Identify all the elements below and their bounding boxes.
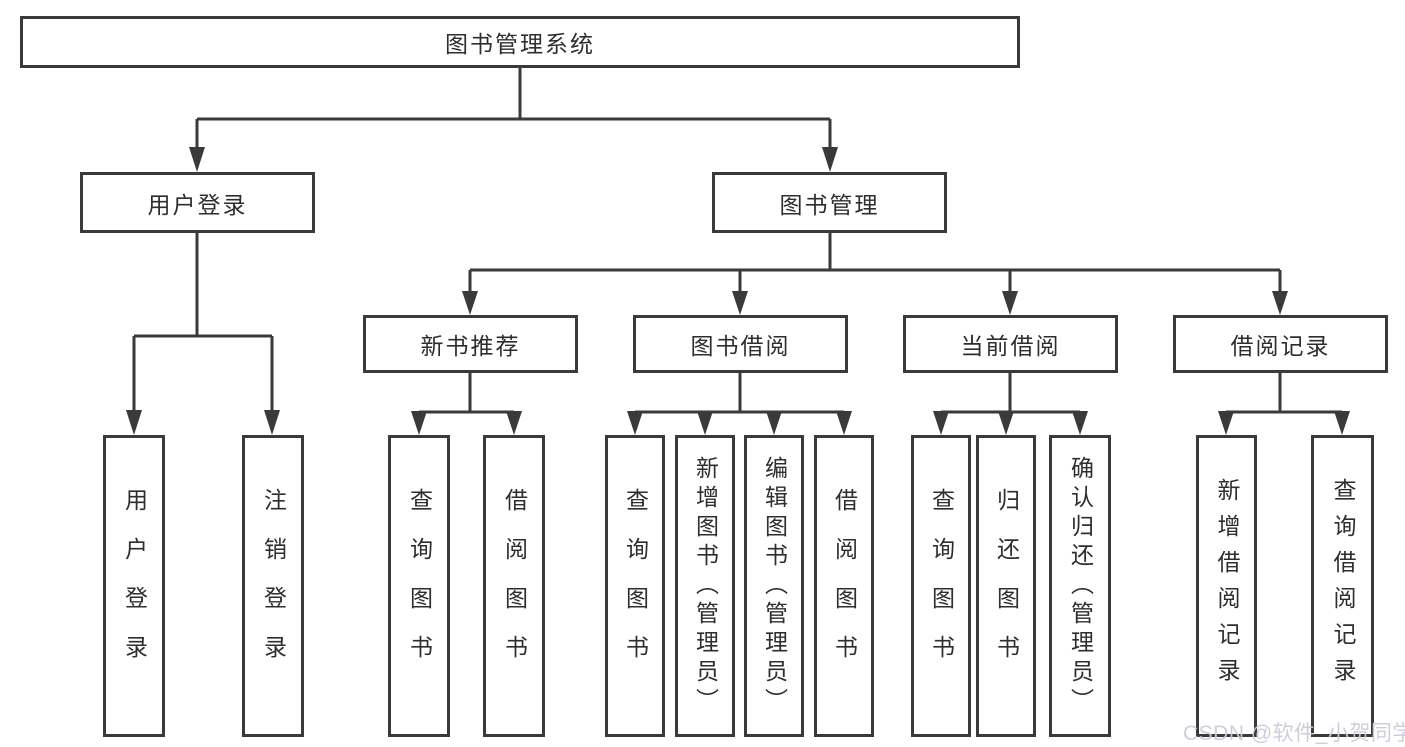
leaf-borrow-books-recommend-label: 借阅图书 bbox=[501, 488, 528, 684]
leaf-query-borrow-record-label: 查询借阅记录 bbox=[1330, 478, 1356, 694]
leaf-borrow-books-label: 借阅图书 bbox=[831, 488, 858, 684]
leaf-edit-books-admin-label: 编辑图书（管理员） bbox=[761, 455, 788, 717]
leaf-user-login-label: 用户登录 bbox=[121, 488, 148, 684]
node-current-borrowing: 当前借阅 bbox=[903, 315, 1118, 373]
node-borrowing-records-label: 借阅记录 bbox=[1230, 333, 1331, 359]
leaf-return-books: 归还图书 bbox=[976, 435, 1036, 737]
node-book-management-label: 图书管理 bbox=[779, 191, 880, 218]
arrowheads bbox=[126, 147, 1350, 435]
leaf-add-borrow-record-label: 新增借阅记录 bbox=[1214, 478, 1240, 694]
leaf-query-books-borrowing-label: 查询图书 bbox=[622, 488, 649, 684]
leaf-add-books-admin: 新增图书（管理员） bbox=[675, 435, 735, 737]
leaf-add-borrow-record: 新增借阅记录 bbox=[1196, 435, 1257, 737]
node-new-book-recommendation-label: 新书推荐 bbox=[420, 333, 521, 359]
node-user-login-label: 用户登录 bbox=[147, 191, 248, 218]
watermark-text: CSDN @软件_小贺同学 bbox=[1183, 722, 1405, 745]
node-book-borrowing: 图书借阅 bbox=[633, 315, 848, 373]
node-new-book-recommendation: 新书推荐 bbox=[363, 315, 578, 373]
node-current-borrowing-label: 当前借阅 bbox=[960, 333, 1061, 359]
leaf-confirm-return-admin-label: 确认归还（管理员） bbox=[1067, 455, 1094, 717]
leaf-query-books-current-label: 查询图书 bbox=[928, 488, 955, 684]
leaf-logout-label: 注销登录 bbox=[260, 488, 287, 684]
leaf-user-login: 用户登录 bbox=[103, 435, 165, 737]
leaf-borrow-books-recommend: 借阅图书 bbox=[483, 435, 545, 737]
node-root-label: 图书管理系统 bbox=[445, 31, 595, 57]
leaf-borrow-books: 借阅图书 bbox=[814, 435, 874, 737]
node-borrowing-records: 借阅记录 bbox=[1173, 315, 1388, 373]
leaf-query-books-borrowing: 查询图书 bbox=[605, 435, 665, 737]
leaf-edit-books-admin: 编辑图书（管理员） bbox=[744, 435, 804, 737]
leaf-query-borrow-record: 查询借阅记录 bbox=[1311, 435, 1374, 737]
leaf-query-books-current: 查询图书 bbox=[911, 435, 971, 737]
leaf-confirm-return-admin: 确认归还（管理员） bbox=[1049, 435, 1111, 737]
node-book-management: 图书管理 bbox=[712, 172, 947, 233]
node-user-login: 用户登录 bbox=[80, 172, 315, 233]
node-root: 图书管理系统 bbox=[20, 16, 1020, 68]
leaf-add-books-admin-label: 新增图书（管理员） bbox=[692, 455, 719, 717]
node-book-borrowing-label: 图书借阅 bbox=[690, 333, 791, 359]
leaf-query-books-recommend: 查询图书 bbox=[388, 435, 450, 737]
leaf-query-books-recommend-label: 查询图书 bbox=[406, 488, 433, 684]
leaf-logout: 注销登录 bbox=[242, 435, 304, 737]
leaf-return-books-label: 归还图书 bbox=[993, 488, 1020, 684]
